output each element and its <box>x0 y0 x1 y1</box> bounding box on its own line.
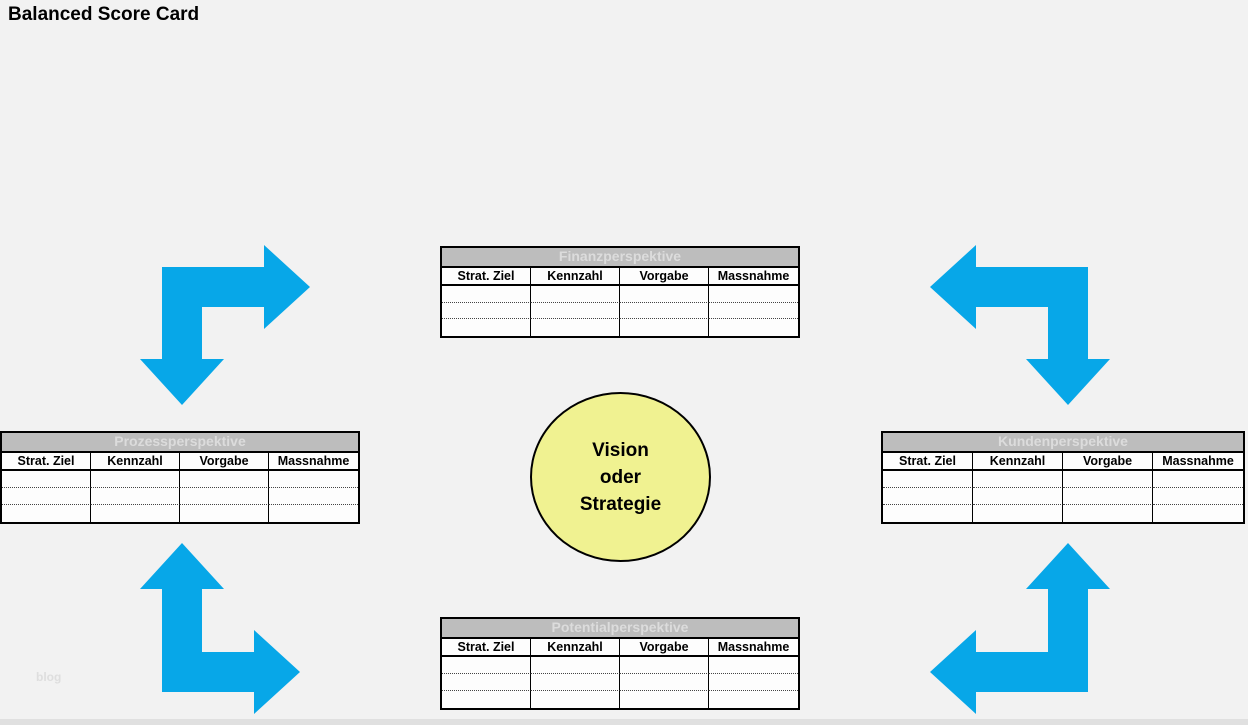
table-title: Kundenperspektive <box>883 433 1243 453</box>
table-cell <box>709 319 798 336</box>
table-cell <box>269 505 358 522</box>
table-cell <box>531 691 620 708</box>
table-cell <box>709 691 798 708</box>
table-kundenperspektive: Kundenperspektive Strat. Ziel Kennzahl V… <box>881 431 1245 524</box>
table-cell <box>709 286 798 303</box>
column-header-kennzahl: Kennzahl <box>973 453 1063 471</box>
table-cell <box>973 505 1063 522</box>
table-cell <box>709 674 798 691</box>
table-grid: Strat. Ziel Kennzahl Vorgabe Massnahme <box>442 268 798 336</box>
table-cell <box>91 505 180 522</box>
bottom-edge-strip <box>0 719 1248 725</box>
table-cell <box>180 471 269 488</box>
table-prozessperspektive: Prozessperspektive Strat. Ziel Kennzahl … <box>0 431 360 524</box>
column-header-vorgabe: Vorgabe <box>180 453 269 471</box>
elbow-arrow-bottom-right-icon <box>930 543 1110 714</box>
table-grid: Strat. Ziel Kennzahl Vorgabe Massnahme <box>442 639 798 708</box>
table-cell <box>269 488 358 505</box>
table-cell <box>973 471 1063 488</box>
page-title: Balanced Score Card <box>8 4 200 25</box>
table-cell <box>620 691 709 708</box>
column-header-vorgabe: Vorgabe <box>1063 453 1153 471</box>
table-cell <box>1063 505 1153 522</box>
table-cell <box>620 319 709 336</box>
table-cell <box>531 286 620 303</box>
column-header-vorgabe: Vorgabe <box>620 268 709 286</box>
table-cell <box>531 319 620 336</box>
column-header-massnahme: Massnahme <box>1153 453 1243 471</box>
table-cell <box>2 488 91 505</box>
table-cell <box>531 657 620 674</box>
column-header-massnahme: Massnahme <box>709 268 798 286</box>
table-cell <box>442 286 531 303</box>
table-cell <box>442 657 531 674</box>
elbow-arrow-top-right-icon <box>930 245 1110 405</box>
table-grid: Strat. Ziel Kennzahl Vorgabe Massnahme <box>883 453 1243 522</box>
table-cell <box>442 302 531 320</box>
table-cell <box>883 505 973 522</box>
table-cell <box>91 471 180 488</box>
table-cell <box>1063 471 1153 488</box>
table-potentialperspektive: Potentialperspektive Strat. Ziel Kennzah… <box>440 617 800 710</box>
table-cell <box>531 302 620 320</box>
table-cell <box>2 471 91 488</box>
table-cell <box>180 505 269 522</box>
table-cell <box>531 674 620 691</box>
vision-strategy-circle: Vision oder Strategie <box>530 392 711 562</box>
circle-text-line: Strategie <box>579 493 662 515</box>
column-header-strat-ziel: Strat. Ziel <box>883 453 973 471</box>
column-header-kennzahl: Kennzahl <box>91 453 180 471</box>
table-cell <box>442 691 531 708</box>
column-header-strat-ziel: Strat. Ziel <box>442 639 531 657</box>
column-header-massnahme: Massnahme <box>709 639 798 657</box>
table-cell <box>883 488 973 505</box>
column-header-strat-ziel: Strat. Ziel <box>442 268 531 286</box>
table-cell <box>1063 488 1153 505</box>
circle-text-line: Vision <box>592 439 649 461</box>
table-cell <box>1153 505 1243 522</box>
table-cell <box>180 488 269 505</box>
table-title: Finanzperspektive <box>442 248 798 268</box>
column-header-strat-ziel: Strat. Ziel <box>2 453 91 471</box>
table-cell <box>91 488 180 505</box>
table-cell <box>709 303 798 320</box>
table-grid: Strat. Ziel Kennzahl Vorgabe Massnahme <box>2 453 358 522</box>
elbow-arrow-top-left-icon <box>140 245 310 405</box>
table-cell <box>2 505 91 522</box>
table-cell <box>442 674 531 691</box>
watermark: blog <box>36 670 62 684</box>
table-cell <box>620 657 709 674</box>
table-cell <box>620 286 709 303</box>
table-cell <box>620 674 709 691</box>
table-title: Prozessperspektive <box>2 433 358 453</box>
table-cell <box>883 471 973 488</box>
column-header-massnahme: Massnahme <box>269 453 358 471</box>
table-cell <box>1153 471 1243 488</box>
table-cell <box>973 488 1063 505</box>
column-header-kennzahl: Kennzahl <box>531 268 620 286</box>
table-title: Potentialperspektive <box>442 619 798 639</box>
table-cell <box>709 657 798 674</box>
table-cell <box>269 471 358 488</box>
column-header-kennzahl: Kennzahl <box>531 639 620 657</box>
table-cell <box>1153 488 1243 505</box>
circle-text-line: oder <box>599 466 642 488</box>
elbow-arrow-bottom-left-icon <box>140 543 300 714</box>
table-cell <box>442 319 531 336</box>
column-header-vorgabe: Vorgabe <box>620 639 709 657</box>
table-cell <box>620 302 709 320</box>
table-finanzperspektive: Finanzperspektive Strat. Ziel Kennzahl V… <box>440 246 800 338</box>
